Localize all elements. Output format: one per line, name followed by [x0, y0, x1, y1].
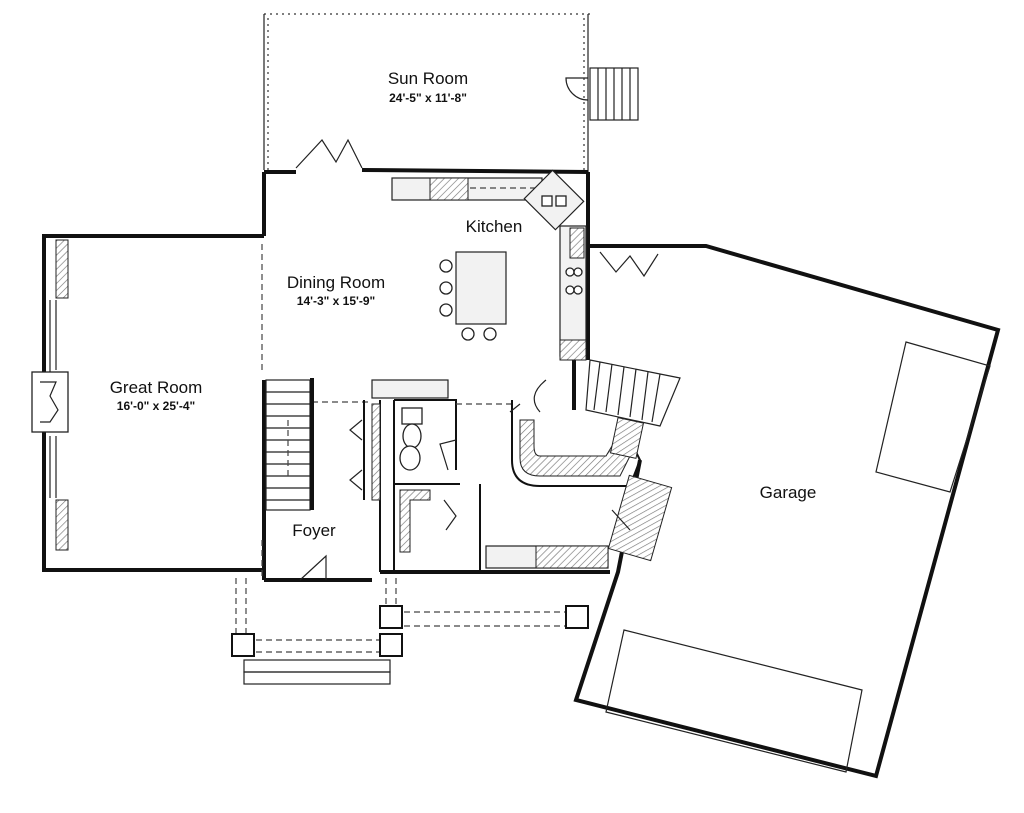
dining-room-label: Dining Room: [287, 273, 385, 292]
dining-room-dimensions: 14'-3" x 15'-9": [297, 294, 375, 308]
stool: [439, 303, 453, 317]
powder-sink: [399, 445, 421, 471]
front-porch: [231, 554, 589, 685]
kitchen-island: [455, 251, 507, 325]
front-door[interactable]: [299, 554, 327, 581]
mudroom-door[interactable]: [443, 499, 457, 531]
porch-column: [379, 605, 403, 629]
sun-room-label: Sun Room: [388, 69, 468, 88]
great-room-details: [49, 239, 263, 551]
garage-storage: [607, 474, 673, 562]
mudroom: [399, 489, 609, 569]
main-staircase: [265, 378, 314, 511]
garage-entry-door[interactable]: [599, 251, 659, 278]
stool: [439, 281, 453, 295]
closet-door[interactable]: [349, 419, 363, 441]
sun-room-dimensions: 24'-5" x 11'-8": [389, 91, 467, 105]
exterior-walls: [31, 168, 610, 582]
dining-interior: [261, 379, 512, 576]
hall-closets: [349, 400, 381, 501]
sun-room-steps: [589, 67, 639, 121]
porch-column: [379, 633, 403, 657]
closet-door-2[interactable]: [349, 469, 363, 491]
sun-room-french-door[interactable]: [295, 138, 363, 169]
foyer-label: Foyer: [292, 521, 336, 540]
stool: [461, 327, 475, 341]
porch-step-2: [243, 671, 391, 685]
great-room-label: Great Room: [110, 378, 203, 397]
corner-sink: [523, 169, 585, 231]
kitchen-label: Kitchen: [466, 217, 523, 236]
porch-column: [565, 605, 589, 629]
toilet: [402, 423, 422, 449]
fireplace: [31, 371, 69, 433]
stool: [483, 327, 497, 341]
parking-space-1: [875, 341, 991, 493]
porch-column: [231, 633, 255, 657]
breakfast-counter: [509, 379, 642, 487]
stool: [439, 259, 453, 273]
pantry-door[interactable]: [533, 379, 547, 413]
pantry-counter: [371, 379, 449, 399]
powder-room: [399, 407, 457, 471]
powder-room-door[interactable]: [439, 439, 457, 471]
parking-space-2: [605, 629, 863, 773]
garage-label: Garage: [760, 483, 817, 502]
toilet-tank: [401, 407, 423, 425]
kitchen-counters: [391, 169, 587, 361]
porch-step: [243, 659, 391, 673]
range-hood: [429, 177, 469, 201]
sun-room: [263, 13, 639, 172]
sun-room-side-door[interactable]: [565, 77, 589, 101]
garage: [573, 244, 1001, 779]
garage-stairs: [585, 359, 681, 459]
great-room-dimensions: 16'-0" x 25'-4": [117, 399, 195, 413]
